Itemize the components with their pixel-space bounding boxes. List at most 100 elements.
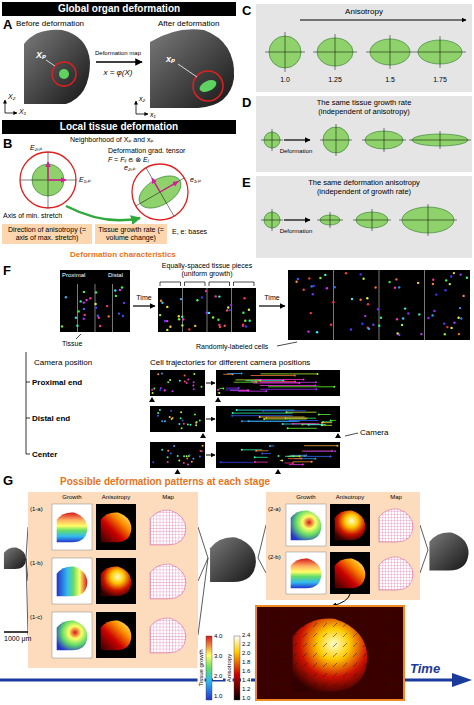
cell-dot bbox=[161, 449, 163, 451]
cell-dot bbox=[453, 322, 455, 324]
label-text: Time bbox=[136, 294, 151, 302]
cell-dot bbox=[254, 461, 256, 463]
axis-arrow bbox=[136, 114, 148, 115]
label-text: Center bbox=[32, 450, 57, 459]
cell-dot bbox=[293, 455, 295, 457]
label-text: x₁ bbox=[150, 111, 156, 119]
axis-line bbox=[146, 168, 174, 216]
cell-trajectory bbox=[266, 418, 307, 419]
label-text: 2.2 bbox=[241, 641, 251, 648]
cell-dot bbox=[466, 277, 468, 279]
cell-dot bbox=[242, 312, 244, 314]
panel-ground bbox=[256, 96, 472, 172]
basis-arrow bbox=[152, 178, 160, 192]
neighborhood-circle bbox=[52, 62, 76, 86]
rect-shape bbox=[96, 504, 136, 550]
label-text: E₂,ₚ bbox=[30, 144, 42, 152]
cell-dot bbox=[76, 325, 78, 327]
cell-dot bbox=[89, 297, 91, 299]
cell-dot bbox=[186, 455, 188, 457]
panel-text: The same deformation anisotropy (indepen… bbox=[297, 179, 432, 196]
cell-dot bbox=[299, 455, 301, 457]
label-text: Equally-spaced tissue pieces (uniform gr… bbox=[152, 262, 262, 278]
organ-stage bbox=[429, 532, 468, 570]
cell-dot bbox=[187, 379, 189, 381]
cell-trajectory bbox=[262, 453, 271, 454]
cell-dot bbox=[401, 324, 403, 326]
cell-dot bbox=[372, 324, 374, 326]
cell-trajectory bbox=[260, 382, 316, 383]
cell-trajectory bbox=[304, 445, 337, 446]
cell-dot bbox=[108, 315, 110, 317]
cell-trajectory bbox=[218, 392, 220, 393]
cell-dot bbox=[170, 410, 172, 412]
panel-text: Deformation bbox=[280, 148, 313, 155]
cell-dot bbox=[187, 423, 189, 425]
cell-trajectory bbox=[226, 389, 238, 390]
cell-dot bbox=[321, 422, 323, 424]
panel-text: Anisotropy bbox=[102, 494, 130, 501]
cell-dot bbox=[432, 279, 434, 281]
mapping-arrow bbox=[66, 206, 140, 220]
cell-trajectory bbox=[288, 428, 317, 429]
stage-panel: GrowthAnisotropyMap(1-a)(1-b)(1-c) bbox=[28, 492, 198, 668]
deformation-arrow bbox=[284, 139, 310, 140]
cell-dot bbox=[178, 315, 180, 317]
label-text: Randomly-labeled cells bbox=[196, 343, 268, 351]
cell-dot bbox=[259, 416, 261, 418]
label-text: Camera bbox=[360, 428, 388, 437]
cell-dot bbox=[417, 282, 419, 284]
cell-dot bbox=[166, 306, 168, 308]
cell-dot bbox=[310, 312, 312, 314]
cell-trajectory bbox=[270, 445, 275, 446]
rect-shape bbox=[216, 370, 340, 396]
cell-trajectory bbox=[278, 455, 279, 456]
organ-after bbox=[150, 29, 234, 108]
cell-dot bbox=[157, 415, 159, 417]
cell-dot bbox=[161, 420, 163, 422]
use-shape bbox=[57, 621, 88, 651]
cell-dot bbox=[212, 316, 214, 318]
cell-dot bbox=[427, 317, 429, 319]
cell-dot bbox=[404, 307, 406, 309]
cell-dot bbox=[364, 315, 366, 317]
cell-dot bbox=[218, 324, 220, 326]
cell-dot bbox=[191, 461, 193, 463]
panel-ground bbox=[256, 176, 472, 258]
cell-dot bbox=[303, 379, 305, 381]
line-shape bbox=[206, 455, 215, 456]
cell-dot bbox=[243, 297, 245, 299]
cell-dot bbox=[460, 273, 462, 275]
cell-dot bbox=[418, 313, 420, 315]
cell-dot bbox=[378, 325, 380, 327]
cell-dot bbox=[444, 289, 446, 291]
cell-dot bbox=[351, 298, 353, 300]
cell-dot bbox=[164, 420, 166, 422]
cell-dot bbox=[295, 281, 297, 283]
label-text: 1.6 bbox=[241, 668, 251, 675]
cell-trajectory bbox=[303, 451, 335, 452]
cell-dot bbox=[315, 381, 317, 383]
cell-dot bbox=[152, 392, 154, 394]
cell-dot bbox=[334, 286, 336, 288]
cell-trajectory bbox=[268, 386, 334, 387]
panel-text: (1-a) bbox=[30, 506, 43, 513]
cell-dot bbox=[183, 462, 185, 464]
highlight-box: Tissue growth rate (= volume change) bbox=[95, 224, 167, 244]
label-text: E, e: bases bbox=[172, 228, 207, 236]
cell-dot bbox=[420, 333, 422, 335]
label-text: Anisotropy bbox=[226, 653, 233, 683]
cell-dot bbox=[208, 312, 210, 314]
panel-text: (2-a) bbox=[268, 506, 281, 513]
rect-shape bbox=[52, 558, 92, 604]
highlight-box: Direction of anisotropy (= axis of max. … bbox=[2, 224, 92, 244]
cell-dot bbox=[169, 326, 171, 328]
cell-dot bbox=[169, 379, 171, 381]
label-text: Axis of min. stretch bbox=[3, 212, 62, 220]
panel-letter: G bbox=[3, 474, 13, 489]
panel-text: Anisotropy bbox=[345, 7, 383, 16]
leader-line bbox=[46, 60, 55, 66]
deformation-arrow bbox=[284, 219, 310, 220]
rect-shape bbox=[258, 608, 402, 698]
cell-dot bbox=[282, 423, 284, 425]
